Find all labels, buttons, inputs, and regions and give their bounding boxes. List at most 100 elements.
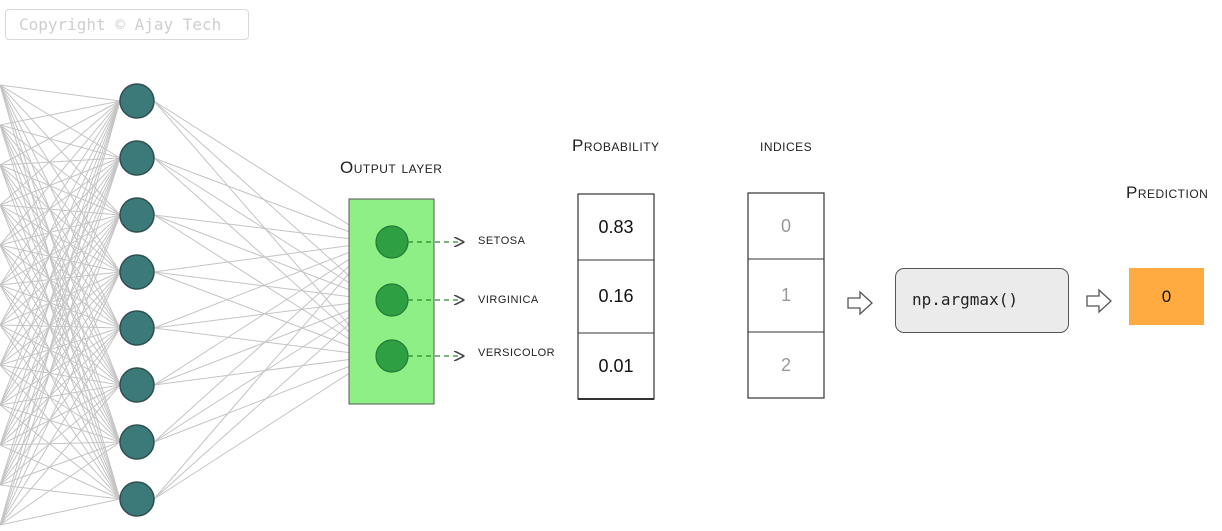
class-label-setosa: setosa [478, 231, 526, 248]
probability-value-setosa: 0.83 [598, 216, 634, 237]
connection-line [153, 241, 377, 500]
connection-line [0, 84, 121, 216]
connection-line [0, 214, 121, 326]
connection-line [0, 164, 121, 329]
connection-line [0, 164, 121, 386]
class-label-virginica: virginica [478, 290, 539, 307]
connection-line [0, 84, 121, 329]
connection-line [0, 84, 121, 500]
connection-line [0, 157, 121, 486]
connection-line [153, 100, 377, 243]
connection-line [0, 204, 121, 443]
hidden-neuron [119, 424, 155, 460]
connection-line [0, 164, 121, 273]
connection-line [0, 364, 121, 386]
connection-line [0, 157, 121, 526]
prediction-value: 0 [1129, 268, 1204, 325]
connection-line [0, 124, 121, 500]
connection-line [0, 324, 121, 329]
class-label-versicolor: versicolor [478, 343, 556, 360]
hidden-neuron [119, 481, 155, 517]
index-value-1: 1 [780, 285, 791, 305]
connection-line [0, 84, 121, 159]
connection-line [0, 124, 121, 443]
connection-line [153, 241, 377, 273]
output-layer-title: Output layer [340, 158, 443, 177]
connection-line [0, 157, 121, 246]
probability-column [577, 193, 655, 400]
output-neuron [375, 283, 409, 317]
connection-line [0, 324, 121, 386]
connection-line [0, 244, 121, 329]
connection-line [0, 164, 121, 216]
connection-line [0, 444, 121, 500]
connection-line [0, 124, 121, 159]
connection-line [0, 284, 121, 500]
connection-line [0, 84, 121, 443]
hollow-arrow-icon [1086, 288, 1112, 314]
hidden-neuron [119, 254, 155, 290]
probability-value-virginica: 0.16 [598, 286, 634, 306]
connection-line [0, 164, 121, 500]
connection-line [0, 84, 121, 102]
indices-column [747, 192, 825, 399]
connection-line [0, 204, 121, 273]
connection-line [0, 214, 121, 446]
connection-line [0, 164, 121, 443]
hidden-neuron [119, 140, 155, 176]
connection-line [0, 244, 121, 443]
connection-line [0, 214, 121, 246]
connection-line [0, 157, 121, 166]
indices-title: indices [760, 136, 813, 155]
hidden-to-output-connections [153, 100, 377, 500]
connection-line [0, 157, 121, 446]
prediction-title: Prediction [1126, 183, 1209, 202]
connection-line [0, 284, 121, 386]
connection-line [0, 204, 121, 329]
connection-line [153, 271, 377, 301]
connection-line [0, 157, 121, 366]
connection-line [0, 124, 121, 329]
connection-line [0, 204, 121, 216]
connection-line [0, 271, 121, 286]
hidden-neuron [119, 310, 155, 346]
connection-line [0, 498, 121, 526]
input-to-hidden-connections [0, 84, 121, 526]
hidden-neuron [119, 83, 155, 119]
connection-line [0, 157, 121, 406]
connection-line [0, 271, 121, 326]
connection-line [153, 355, 377, 500]
connection-line [0, 204, 121, 386]
hidden-neuron [119, 367, 155, 403]
output-neuron [375, 225, 409, 259]
connection-line [0, 214, 121, 486]
connection-line [0, 484, 121, 500]
connection-line [153, 241, 377, 329]
class-arrows [408, 242, 463, 356]
connection-line [0, 284, 121, 443]
probability-value-versicolor: 0.01 [598, 355, 634, 376]
connection-line [0, 214, 121, 526]
connection-line [153, 157, 377, 243]
connection-line [0, 244, 121, 386]
connection-line [0, 214, 121, 406]
connection-line [0, 157, 121, 286]
connection-line [0, 324, 121, 500]
output-neuron [375, 339, 409, 373]
connection-line [153, 241, 377, 443]
hollow-arrow-icon [847, 290, 873, 316]
connection-line [0, 124, 121, 273]
connection-line [153, 214, 377, 243]
connection-line [0, 284, 121, 329]
probability-title: Probability [572, 136, 660, 155]
connection-line [0, 124, 121, 386]
connection-line [0, 100, 121, 126]
connection-line [0, 214, 121, 286]
connection-line [0, 84, 121, 273]
connection-line [0, 157, 121, 206]
connection-line [0, 404, 121, 500]
index-value-2: 2 [780, 354, 791, 375]
index-value-0: 0 [780, 215, 791, 236]
connection-line [0, 204, 121, 500]
